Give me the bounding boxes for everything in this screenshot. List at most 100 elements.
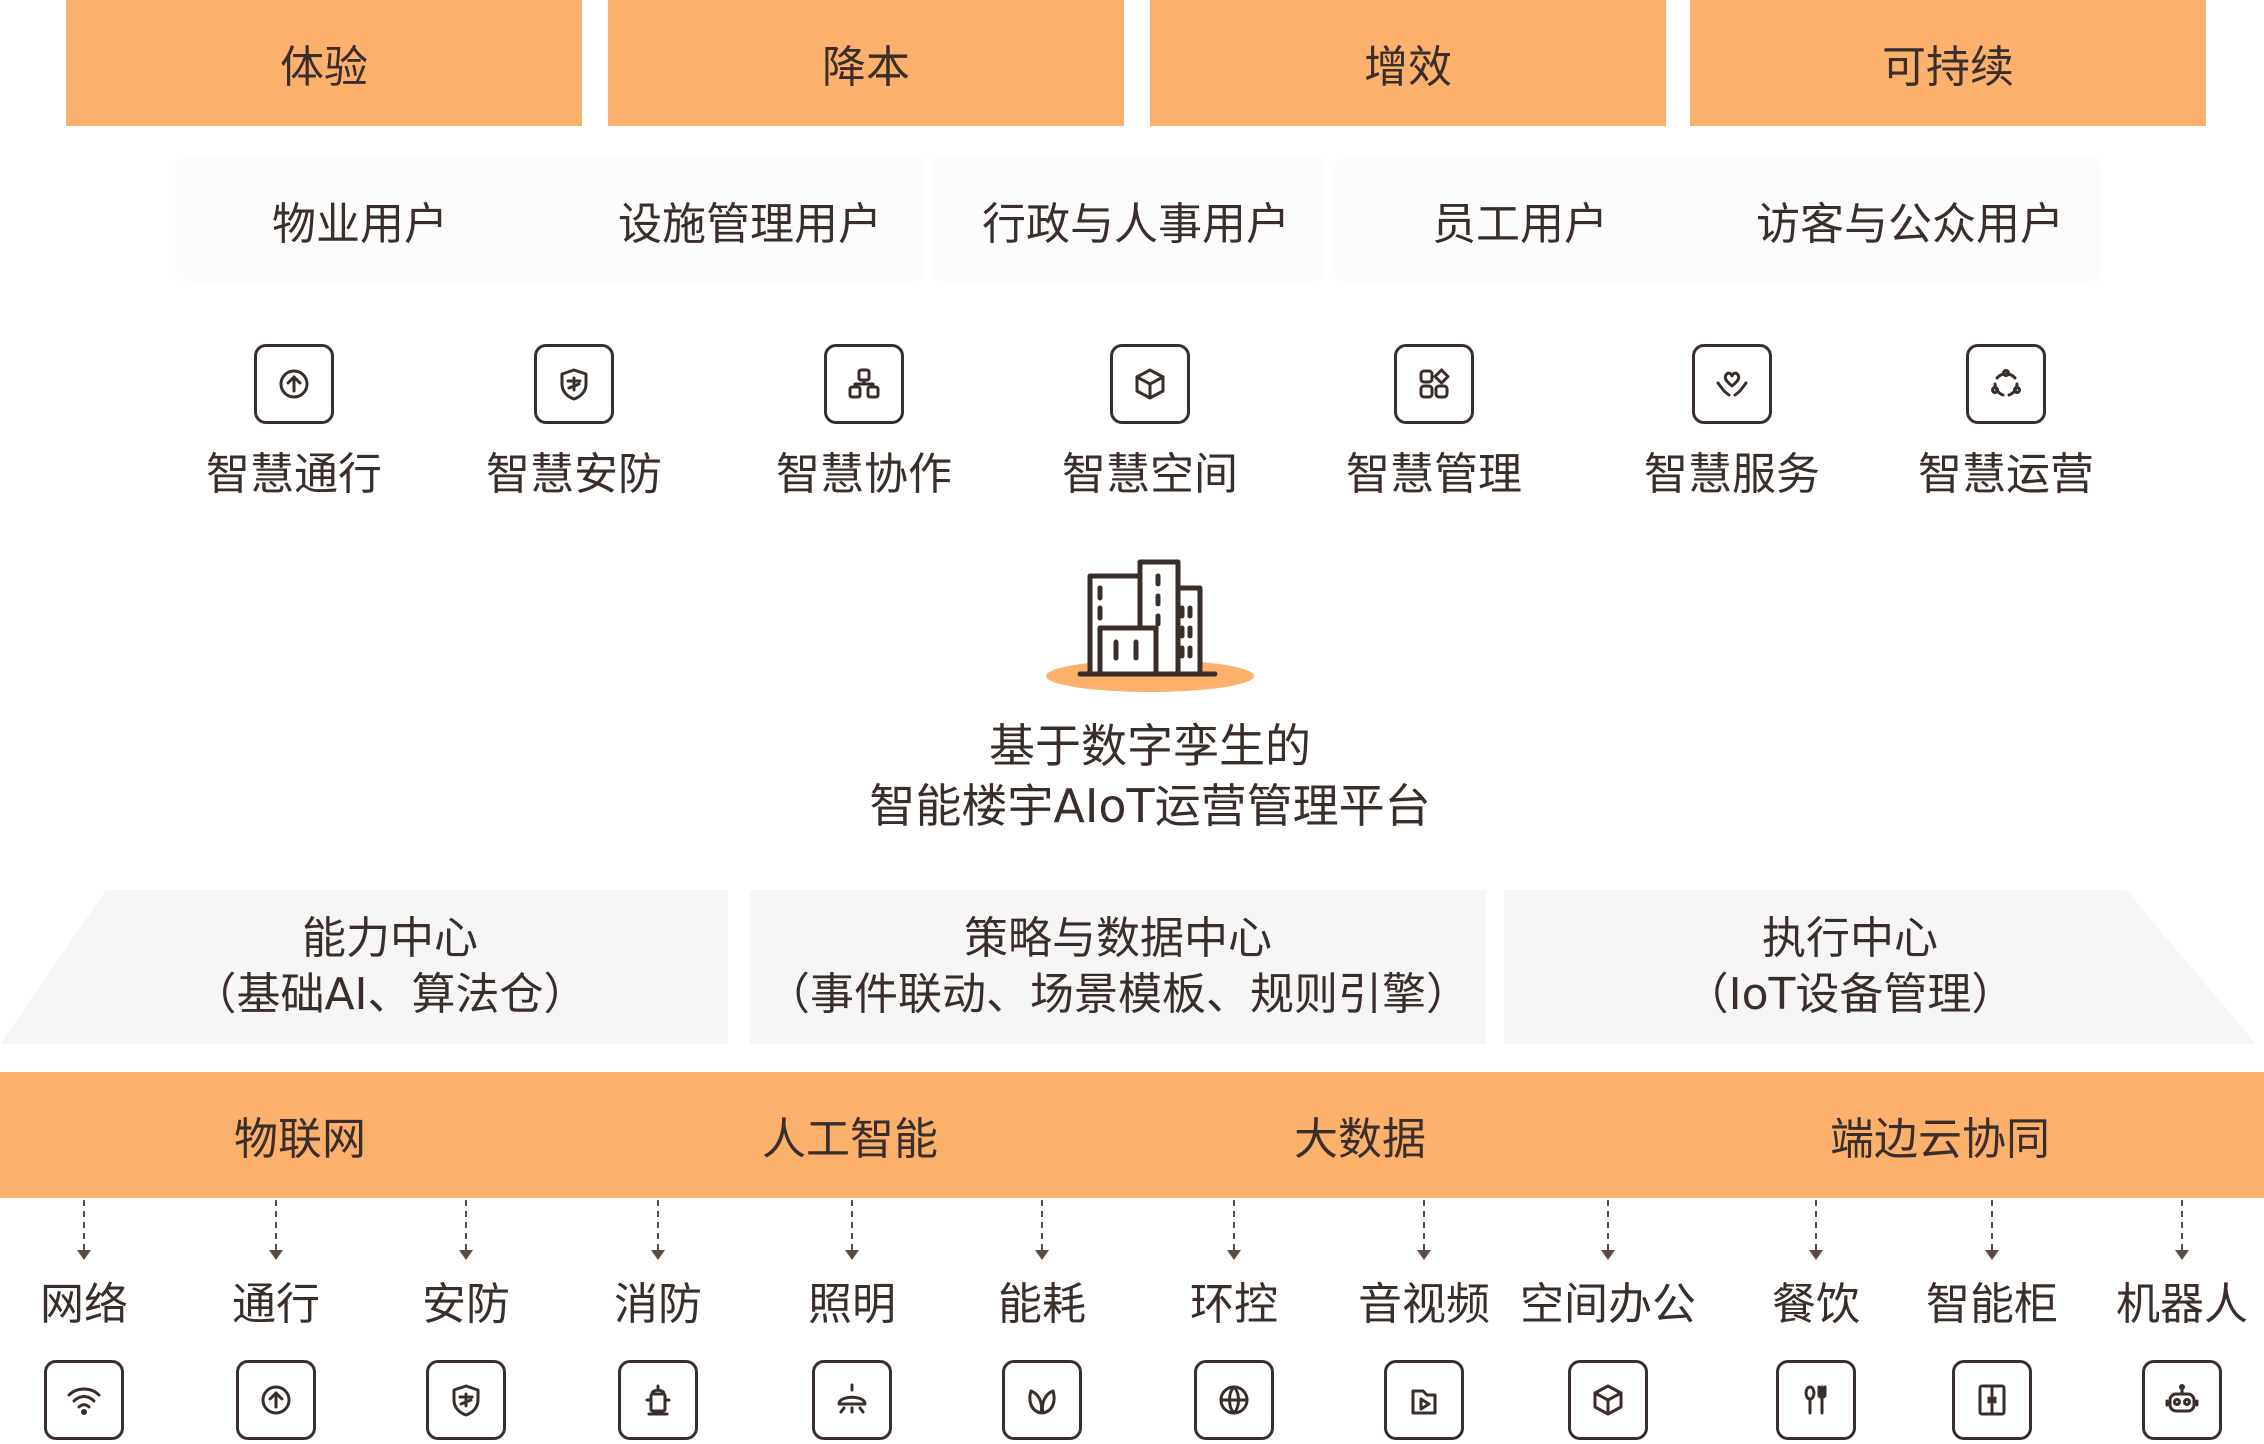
tech-edge-cloud: 端边云协同 bbox=[1830, 1114, 2050, 1165]
device-label: 空间办公 bbox=[1520, 1279, 1696, 1330]
device-label: 餐饮 bbox=[1772, 1279, 1860, 1330]
cabinet-icon bbox=[1952, 1360, 2032, 1440]
value-label: 可持续 bbox=[1882, 42, 2014, 93]
dashed-arrow bbox=[1227, 1200, 1241, 1260]
collaboration-icon bbox=[824, 344, 904, 424]
tech-big-data: 大数据 bbox=[1294, 1114, 1426, 1165]
user-visitor-public: 访客与公众用户 bbox=[1756, 199, 2064, 250]
device-label: 环控 bbox=[1190, 1279, 1278, 1330]
device-label: 网络 bbox=[40, 1279, 128, 1330]
user-admin-hr: 行政与人事用户 bbox=[982, 199, 1290, 250]
device-dining[interactable]: 餐饮 bbox=[1716, 1200, 1916, 1440]
service-smart-security[interactable]: 智慧安防 bbox=[464, 344, 684, 502]
service-smart-space[interactable]: 智慧空间 bbox=[1040, 344, 1260, 502]
tech-ai: 人工智能 bbox=[762, 1114, 938, 1165]
dashed-arrow bbox=[77, 1200, 91, 1260]
arrow-up-circle-icon bbox=[236, 1360, 316, 1440]
service-smart-collaboration[interactable]: 智慧协作 bbox=[754, 344, 974, 502]
dashed-arrow bbox=[1809, 1200, 1823, 1260]
user-panel-right bbox=[1338, 160, 2098, 278]
service-smart-access[interactable]: 智慧通行 bbox=[184, 344, 404, 502]
device-space-office[interactable]: 空间办公 bbox=[1508, 1200, 1708, 1440]
device-fire[interactable]: 消防 bbox=[558, 1200, 758, 1440]
cube-icon bbox=[1568, 1360, 1648, 1440]
center-title: 执行中心 bbox=[1762, 913, 1938, 964]
value-box-sustainability: 可持续 bbox=[1690, 0, 2206, 126]
play-icon bbox=[1384, 1360, 1464, 1440]
device-access[interactable]: 通行 bbox=[176, 1200, 376, 1440]
cube-icon bbox=[1110, 344, 1190, 424]
dashed-arrow bbox=[845, 1200, 859, 1260]
device-label: 通行 bbox=[232, 1279, 320, 1330]
device-lighting[interactable]: 照明 bbox=[752, 1200, 952, 1440]
service-smart-service[interactable]: 智慧服务 bbox=[1622, 344, 1842, 502]
center-title: 策略与数据中心 bbox=[964, 913, 1272, 964]
device-energy[interactable]: 能耗 bbox=[942, 1200, 1142, 1440]
dashed-arrow bbox=[2175, 1200, 2189, 1260]
shield-icon bbox=[534, 344, 614, 424]
value-box-efficiency: 增效 bbox=[1150, 0, 1666, 126]
device-label: 能耗 bbox=[998, 1279, 1086, 1330]
value-label: 降本 bbox=[822, 42, 910, 93]
device-label: 音视频 bbox=[1358, 1279, 1490, 1330]
heart-hands-icon bbox=[1692, 344, 1772, 424]
center-execution: 执行中心 （IoT设备管理） bbox=[1530, 902, 2170, 1032]
platform-title-line2: 智能楼宇AIoT运营管理平台 bbox=[869, 779, 1431, 833]
arrow-up-circle-icon bbox=[254, 344, 334, 424]
tech-iot: 物联网 bbox=[234, 1114, 366, 1165]
service-label: 智慧服务 bbox=[1644, 449, 1820, 500]
center-title: 能力中心 bbox=[302, 913, 478, 964]
service-label: 智慧运营 bbox=[1918, 449, 2094, 500]
center-capability: 能力中心 （基础AI、算法仓） bbox=[100, 902, 680, 1032]
service-label: 智慧安防 bbox=[486, 449, 662, 500]
device-label: 智能柜 bbox=[1926, 1279, 2058, 1330]
device-label: 消防 bbox=[614, 1279, 702, 1330]
platform-title-line1: 基于数字孪生的 bbox=[989, 719, 1311, 773]
device-robot[interactable]: 机器人 bbox=[2082, 1200, 2264, 1440]
user-employee: 员工用户 bbox=[1432, 199, 1608, 250]
user-panel-middle bbox=[936, 160, 1320, 278]
cycle-icon bbox=[1966, 344, 2046, 424]
center-panel-execution bbox=[1504, 890, 2256, 1044]
device-environment[interactable]: 环控 bbox=[1134, 1200, 1334, 1440]
shield-icon bbox=[426, 1360, 506, 1440]
service-label: 智慧空间 bbox=[1062, 449, 1238, 500]
tech-band bbox=[0, 1072, 2264, 1198]
device-audio-video[interactable]: 音视频 bbox=[1324, 1200, 1524, 1440]
dashed-arrow bbox=[1035, 1200, 1049, 1260]
leaf-icon bbox=[1002, 1360, 1082, 1440]
center-subtitle: （事件联动、场景模板、规则引擎） bbox=[766, 969, 1470, 1020]
center-subtitle: （基础AI、算法仓） bbox=[192, 969, 588, 1020]
dashed-arrow bbox=[1985, 1200, 1999, 1260]
value-label: 体验 bbox=[280, 42, 368, 93]
robot-icon bbox=[2142, 1360, 2222, 1440]
value-box-cost-reduction: 降本 bbox=[608, 0, 1124, 126]
device-network[interactable]: 网络 bbox=[0, 1200, 184, 1440]
center-subtitle: （IoT设备管理） bbox=[1684, 969, 2016, 1020]
device-smart-cabinet[interactable]: 智能柜 bbox=[1892, 1200, 2092, 1440]
service-smart-operation[interactable]: 智慧运营 bbox=[1896, 344, 2116, 502]
lamp-icon bbox=[812, 1360, 892, 1440]
service-smart-management[interactable]: 智慧管理 bbox=[1324, 344, 1544, 502]
center-panel-strategy bbox=[750, 890, 1486, 1044]
dashed-arrow bbox=[651, 1200, 665, 1260]
dashed-arrow bbox=[1601, 1200, 1615, 1260]
value-label: 增效 bbox=[1364, 42, 1452, 93]
device-label: 安防 bbox=[422, 1279, 510, 1330]
dashed-arrow bbox=[269, 1200, 283, 1260]
building-icon bbox=[1046, 559, 1254, 692]
dashed-arrow bbox=[1417, 1200, 1431, 1260]
device-label: 照明 bbox=[808, 1279, 896, 1330]
center-panel-capability bbox=[0, 890, 728, 1044]
user-property: 物业用户 bbox=[272, 199, 448, 250]
dashed-arrow bbox=[459, 1200, 473, 1260]
user-facility-management: 设施管理用户 bbox=[618, 199, 882, 250]
grid-icon bbox=[1394, 344, 1474, 424]
hydrant-icon bbox=[618, 1360, 698, 1440]
value-box-experience: 体验 bbox=[66, 0, 582, 126]
wifi-icon bbox=[44, 1360, 124, 1440]
service-label: 智慧通行 bbox=[206, 449, 382, 500]
globe-icon bbox=[1194, 1360, 1274, 1440]
user-panel-left bbox=[180, 160, 920, 278]
device-security[interactable]: 安防 bbox=[366, 1200, 566, 1440]
